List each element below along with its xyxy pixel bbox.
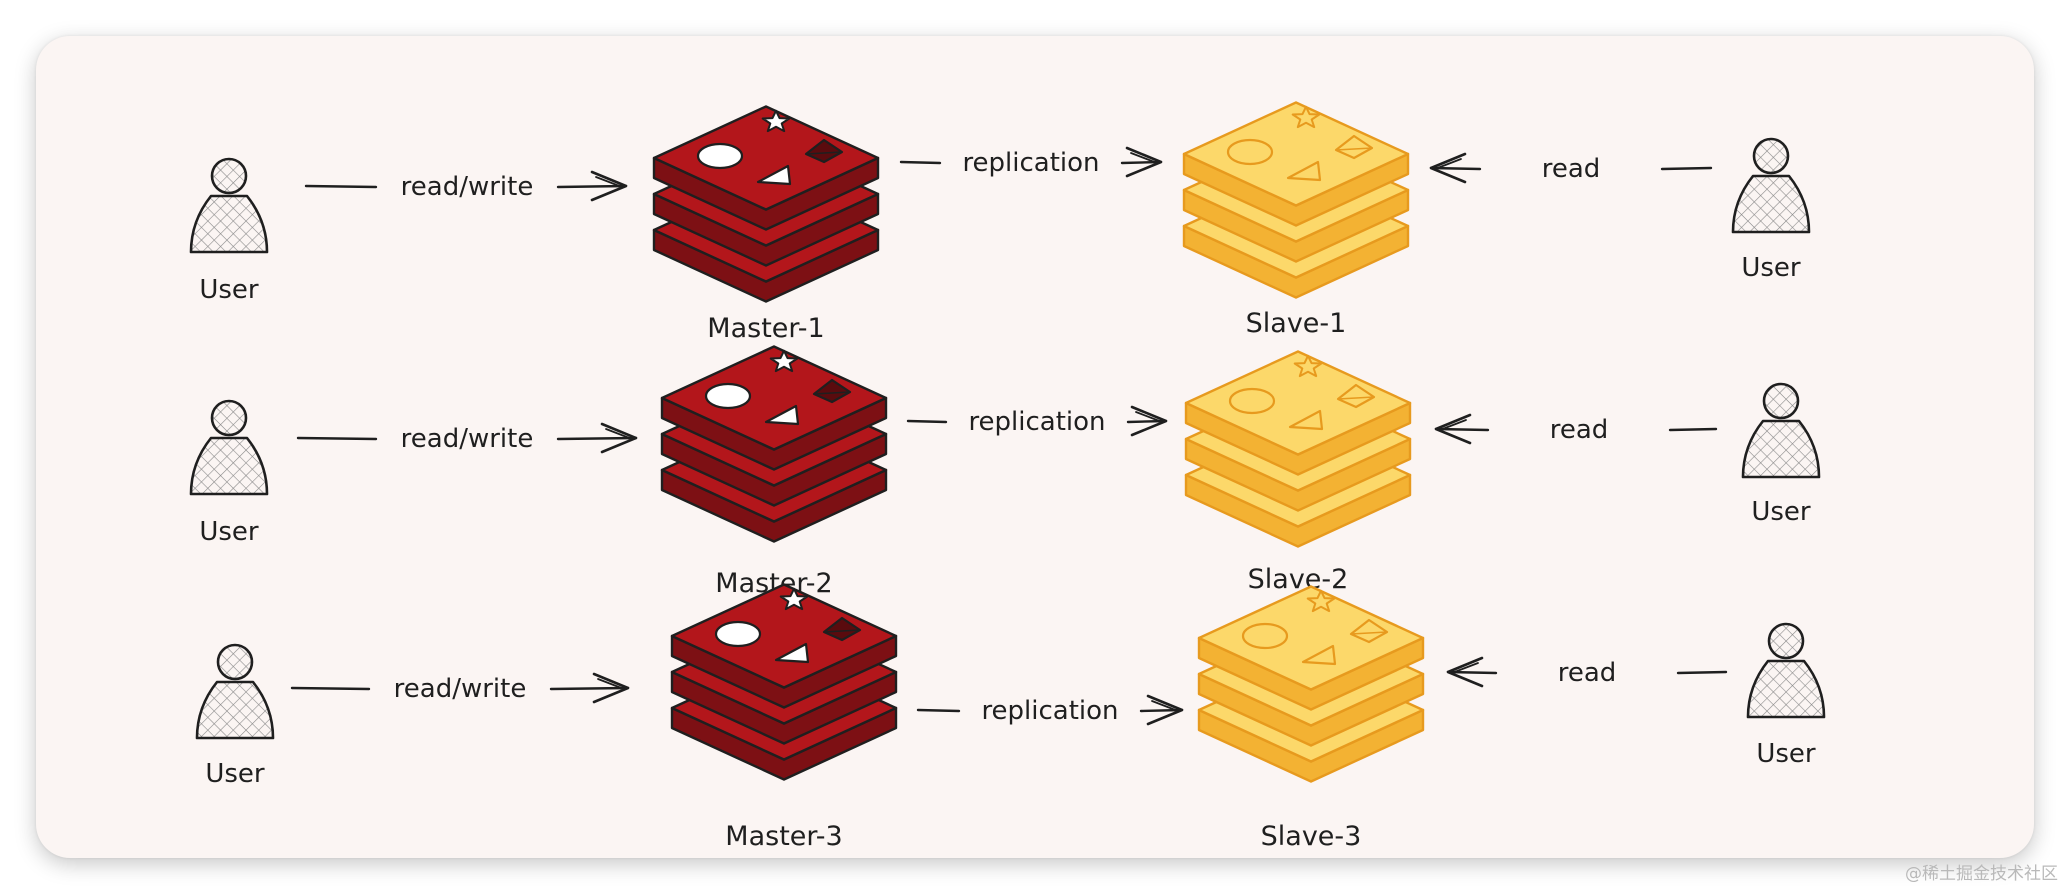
arrow (1446, 656, 1728, 688)
user-label: User (199, 275, 259, 305)
user-icon (195, 643, 275, 740)
slave-label: Slave-3 (1261, 821, 1362, 852)
replication-row: Userread/writeMaster-2replicationSlave-2… (189, 345, 1821, 599)
redis-master-icon (660, 345, 888, 543)
redis-master-icon (670, 583, 898, 781)
user-label: User (199, 517, 259, 547)
diagram-canvas: Userread/writeMaster-1replicationSlave-1… (189, 101, 1826, 852)
user-label: User (1751, 497, 1811, 527)
slave-label: Slave-1 (1246, 308, 1347, 339)
arrow-label: replication (962, 148, 1099, 178)
arrow (1434, 413, 1718, 445)
arrow-label: read (1542, 154, 1601, 184)
master-label: Master-3 (725, 821, 842, 852)
redis-slave-icon (1182, 101, 1410, 299)
master-label: Master-1 (707, 313, 824, 344)
arrow (916, 694, 1184, 726)
user-label: User (205, 759, 265, 789)
arrow (304, 170, 628, 202)
arrow-label: read/write (401, 172, 534, 202)
user-icon (1731, 137, 1811, 234)
user-icon (189, 399, 269, 496)
arrow (899, 146, 1163, 178)
watermark: @稀土掘金技术社区 (1905, 864, 2058, 884)
arrow (906, 405, 1168, 437)
arrow-label: replication (968, 407, 1105, 437)
redis-slave-icon (1184, 350, 1412, 548)
slave-label: Slave-2 (1248, 564, 1349, 595)
arrow-label: read (1558, 658, 1617, 688)
user-icon (1746, 622, 1826, 719)
arrow-label: read/write (401, 424, 534, 454)
user-label: User (1756, 739, 1816, 769)
arrow (290, 672, 630, 704)
user-label: User (1741, 253, 1801, 283)
user-icon (1741, 382, 1821, 479)
arrow-label: read (1550, 415, 1609, 445)
redis-slave-icon (1197, 585, 1425, 783)
arrow (296, 422, 638, 454)
arrow-label: read/write (394, 674, 527, 704)
arrow (1429, 152, 1713, 184)
user-icon (189, 157, 269, 254)
redis-master-icon (652, 105, 880, 303)
arrow-label: replication (981, 696, 1118, 726)
